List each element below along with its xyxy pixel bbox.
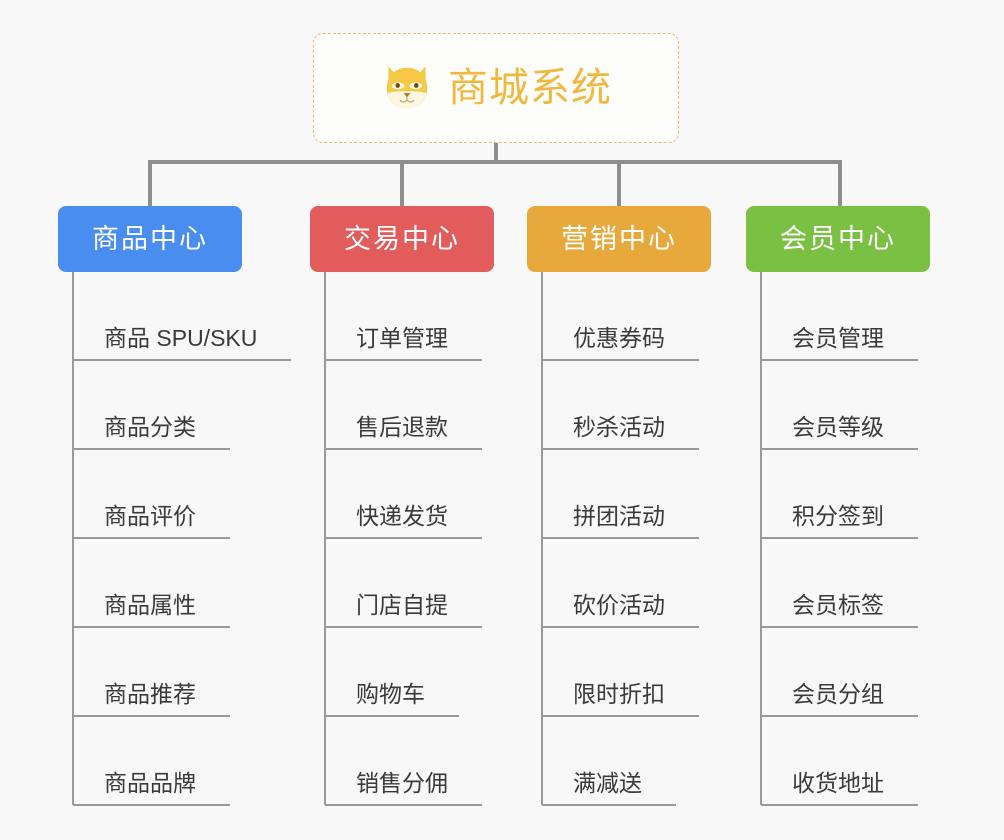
leaf-label: 商品品牌 <box>73 772 230 806</box>
leaf-label: 商品属性 <box>73 594 230 628</box>
list-item[interactable]: 商品属性 <box>58 539 291 628</box>
list-item[interactable]: 快递发货 <box>310 450 494 539</box>
leaf-label: 拼团活动 <box>542 505 699 539</box>
category-box-0[interactable]: 商品中心 <box>58 206 242 272</box>
shiba-dog-face-icon <box>386 66 428 109</box>
list-item[interactable]: 限时折扣 <box>527 628 711 717</box>
leaf-label: 商品 SPU/SKU <box>73 327 292 361</box>
leaf-label: 限时折扣 <box>542 683 699 717</box>
connector-bus <box>148 160 842 164</box>
branch-商品中心: 商品中心 商品 SPU/SKU 商品分类 商品评价 商品属性 商品推荐 商品品牌 <box>58 206 292 806</box>
list-item[interactable]: 优惠券码 <box>527 272 711 361</box>
leaf-label: 快递发货 <box>325 505 482 539</box>
leaf-label: 购物车 <box>325 683 459 717</box>
category-label-3: 会员中心 <box>780 223 896 254</box>
list-item[interactable]: 砍价活动 <box>527 539 711 628</box>
category-label-0: 商品中心 <box>92 223 208 254</box>
leaf-label: 销售分佣 <box>325 772 482 806</box>
list-item[interactable]: 会员分组 <box>746 628 930 717</box>
category-box-1[interactable]: 交易中心 <box>310 206 494 272</box>
leaf-label: 商品分类 <box>73 416 230 450</box>
leaf-label: 会员等级 <box>761 416 918 450</box>
list-item[interactable]: 商品评价 <box>58 450 291 539</box>
category-box-2[interactable]: 营销中心 <box>527 206 711 272</box>
leaf-list-1: 订单管理 售后退款 快递发货 门店自提 购物车 销售分佣 <box>310 272 494 806</box>
leaf-label: 会员分组 <box>761 683 918 717</box>
list-item[interactable]: 商品品牌 <box>58 717 291 806</box>
list-item[interactable]: 商品 SPU/SKU <box>58 272 292 361</box>
leaf-label: 秒杀活动 <box>542 416 699 450</box>
list-item[interactable]: 会员管理 <box>746 272 930 361</box>
list-item[interactable]: 积分签到 <box>746 450 930 539</box>
leaf-list-2: 优惠券码 秒杀活动 拼团活动 砍价活动 限时折扣 满减送 <box>527 272 711 806</box>
branch-营销中心: 营销中心 优惠券码 秒杀活动 拼团活动 砍价活动 限时折扣 满减送 <box>527 206 711 806</box>
list-item[interactable]: 满减送 <box>527 717 711 806</box>
leaf-label: 优惠券码 <box>542 327 699 361</box>
leaf-label: 收货地址 <box>761 772 918 806</box>
leaf-label: 砍价活动 <box>542 594 699 628</box>
list-item[interactable]: 商品分类 <box>58 361 291 450</box>
branch-交易中心: 交易中心 订单管理 售后退款 快递发货 门店自提 购物车 销售分佣 <box>310 206 494 806</box>
connector-drop-0 <box>148 160 152 206</box>
connector-drop-1 <box>400 160 404 206</box>
list-item[interactable]: 订单管理 <box>310 272 494 361</box>
leaf-label: 会员标签 <box>761 594 918 628</box>
leaf-label: 会员管理 <box>761 327 918 361</box>
connector-drop-2 <box>617 160 621 206</box>
list-item[interactable]: 收货地址 <box>746 717 930 806</box>
branch-会员中心: 会员中心 会员管理 会员等级 积分签到 会员标签 会员分组 收货地址 <box>746 206 930 806</box>
leaf-list-3: 会员管理 会员等级 积分签到 会员标签 会员分组 收货地址 <box>746 272 930 806</box>
category-label-1: 交易中心 <box>344 223 460 254</box>
root-node[interactable]: 商城系统 <box>313 33 679 143</box>
category-label-2: 营销中心 <box>561 223 677 254</box>
leaf-label: 订单管理 <box>325 327 482 361</box>
leaf-label: 门店自提 <box>325 594 482 628</box>
leaf-label: 商品评价 <box>73 505 230 539</box>
list-item[interactable]: 会员等级 <box>746 361 930 450</box>
list-item[interactable]: 购物车 <box>310 628 494 717</box>
list-item[interactable]: 门店自提 <box>310 539 494 628</box>
leaf-label: 满减送 <box>542 772 676 806</box>
leaf-label: 商品推荐 <box>73 683 230 717</box>
list-item[interactable]: 销售分佣 <box>310 717 494 806</box>
leaf-label: 积分签到 <box>761 505 918 539</box>
connector-stem <box>494 143 498 164</box>
list-item[interactable]: 商品推荐 <box>58 628 291 717</box>
leaf-list-0: 商品 SPU/SKU 商品分类 商品评价 商品属性 商品推荐 商品品牌 <box>58 272 292 806</box>
list-item[interactable]: 会员标签 <box>746 539 930 628</box>
category-box-3[interactable]: 会员中心 <box>746 206 930 272</box>
root-title: 商城系统 <box>448 66 612 110</box>
leaf-label: 售后退款 <box>325 416 482 450</box>
list-item[interactable]: 售后退款 <box>310 361 494 450</box>
list-item[interactable]: 秒杀活动 <box>527 361 711 450</box>
list-item[interactable]: 拼团活动 <box>527 450 711 539</box>
connector-drop-3 <box>838 160 842 206</box>
